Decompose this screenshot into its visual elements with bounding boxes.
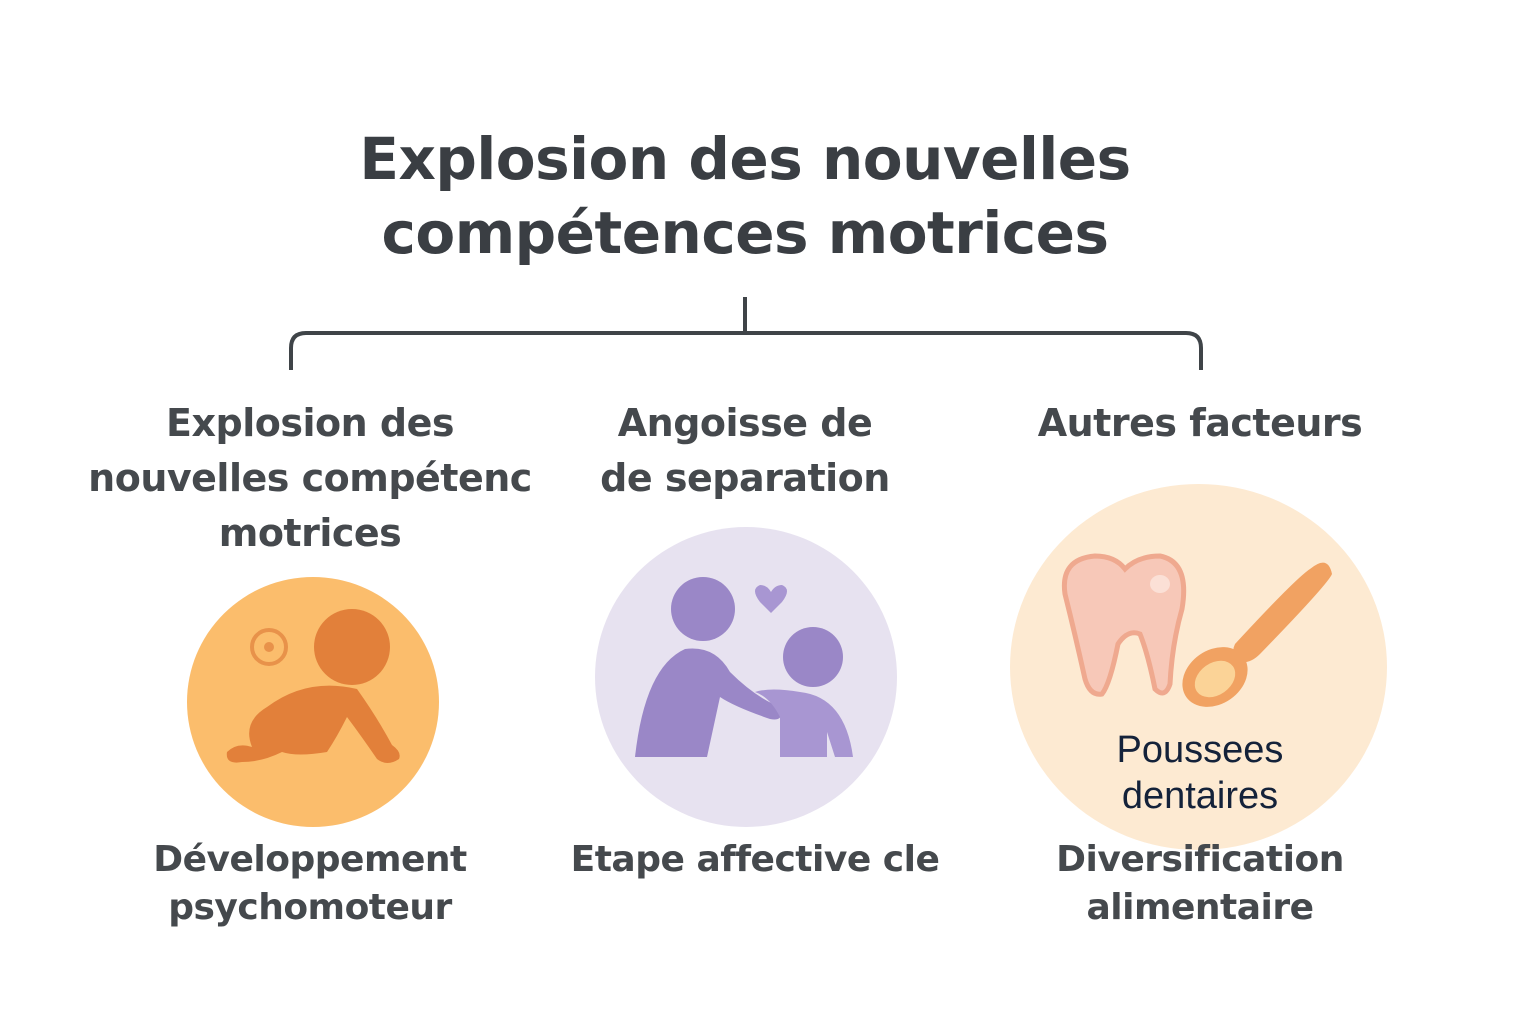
branch-heading-motor: Explosion des nouvelles compétenc motric… — [88, 401, 532, 555]
branch-heading-separation: Angoisse de de separation — [600, 401, 890, 500]
inner-label-teething: Poussees dentaires — [1116, 729, 1284, 817]
caption-other: Diversification alimentaire — [1056, 839, 1344, 928]
crawling-baby-icon — [226, 609, 400, 763]
diagram-title: Explosion des nouvelles compétences motr… — [359, 125, 1131, 267]
caption-separation: Etape affective cle — [570, 839, 940, 880]
tooth-spoon-icon — [1061, 553, 1332, 707]
separation-circle — [595, 527, 897, 827]
branch-heading-other: Autres facteurs — [1037, 401, 1363, 445]
caption-motor: Développement psychomoteur — [153, 839, 467, 928]
parent-child-icon — [635, 577, 853, 757]
